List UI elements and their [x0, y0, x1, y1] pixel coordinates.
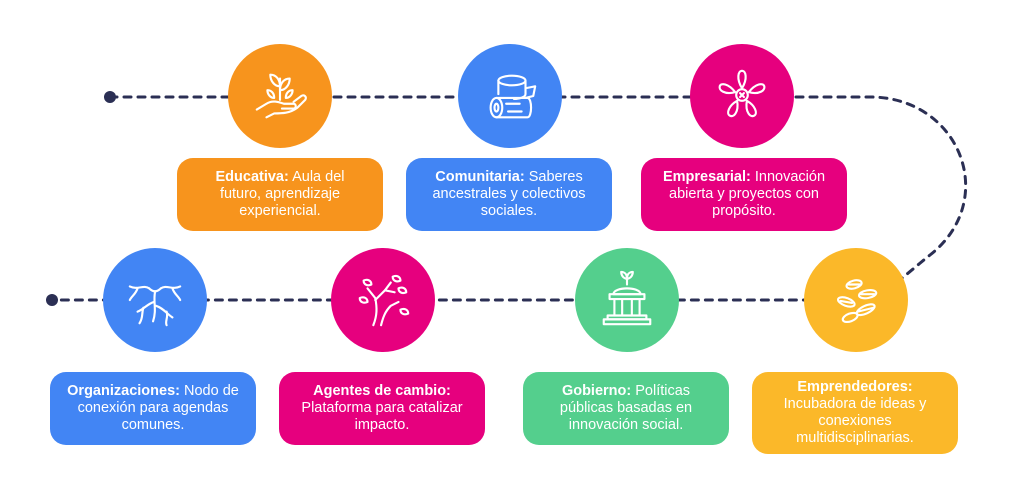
emprendedores-title: Emprendedores: — [797, 379, 913, 395]
gobierno-desc: Políticas públicas basadas en innovación… — [559, 383, 693, 433]
logs-icon — [489, 74, 537, 119]
comunitaria-desc: Saberes ancestrales y colectivos sociale… — [432, 169, 586, 219]
empresarial-desc: Innovación abierta y proyectos con propó… — [669, 169, 826, 219]
path-start-dot — [104, 91, 116, 103]
comunitaria-title: Comunitaria: — [435, 169, 525, 185]
emprendedores-card: Emprendedores:Incubadora de ideas y cone… — [752, 372, 958, 454]
emprendedores-circle — [804, 248, 908, 352]
organizaciones-card: Organizaciones: Nodo de conexión para ag… — [50, 372, 256, 445]
emprendedores-desc: Incubadora de ideas y conexiones multidi… — [783, 396, 927, 446]
agentes-circle — [331, 248, 435, 352]
seeds-icon — [836, 279, 878, 324]
government-building-icon — [602, 270, 652, 326]
organizaciones-desc: Nodo de conexión para agendas comunes. — [77, 383, 239, 433]
educativa-card: Educativa: Aula del futuro, aprendizaje … — [177, 158, 383, 231]
agentes-title: Agentes de cambio: — [313, 383, 451, 399]
agentes-card: Agentes de cambio:Plataforma para catali… — [279, 372, 485, 445]
gobierno-card: Gobierno: Políticas públicas basadas en … — [523, 372, 729, 445]
tree-leaves-icon — [358, 274, 410, 327]
educativa-circle — [228, 44, 332, 148]
roots-icon — [128, 285, 182, 327]
empresarial-title: Empresarial: — [662, 169, 751, 185]
educativa-desc: Aula del futuro, aprendizaje experiencia… — [219, 169, 345, 219]
path-end-dot — [46, 294, 58, 306]
flower-icon — [718, 69, 766, 118]
agentes-desc: Plataforma para catalizar impacto. — [301, 400, 463, 433]
empresarial-circle — [690, 44, 794, 148]
comunitaria-circle — [458, 44, 562, 148]
organizaciones-title: Organizaciones: — [67, 383, 180, 399]
gobierno-circle — [575, 248, 679, 352]
gobierno-title: Gobierno: — [561, 383, 632, 399]
hand-sprout-icon — [255, 73, 307, 119]
educativa-title: Educativa: — [215, 169, 289, 185]
organizaciones-circle — [103, 248, 207, 352]
comunitaria-card: Comunitaria: Saberes ancestrales y colec… — [406, 158, 612, 231]
empresarial-card: Empresarial: Innovación abierta y proyec… — [641, 158, 847, 231]
